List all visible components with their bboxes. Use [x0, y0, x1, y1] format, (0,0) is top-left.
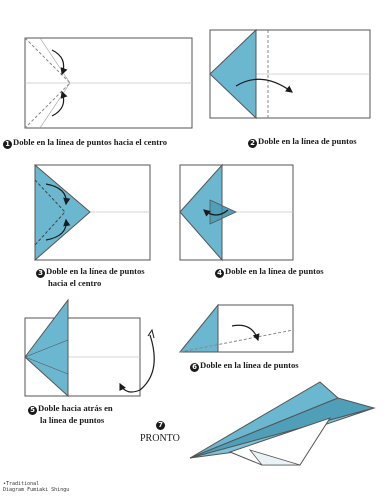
step-number-badge: 4 [215, 269, 224, 278]
step-5-text-line2: la línea de puntos [40, 415, 105, 425]
step-number-badge: 3 [36, 269, 45, 278]
step-3-text-line1: Doble en la línea de puntos [46, 266, 145, 276]
step-number-badge: 6 [190, 363, 199, 372]
step-2-figure [209, 28, 371, 120]
step-number-badge: 7 [156, 421, 165, 430]
step-6-figure [178, 303, 294, 353]
step-7-paper-plane [189, 381, 376, 466]
step-number-badge: 5 [28, 406, 37, 415]
step-3-figure [34, 163, 151, 262]
step-5-text-line1: Doble hacia atrás en [38, 403, 113, 413]
step-2-text: Doble en la línea de puntos [258, 136, 357, 146]
step-3-text-line2: hacia el centro [48, 278, 102, 288]
step-7-text: PRONTO [140, 433, 180, 444]
fold-arrow [45, 218, 71, 241]
fold-arrow [119, 334, 155, 393]
step-4-figure [179, 163, 294, 262]
fold-arrow [51, 90, 68, 117]
fold-arrow [203, 209, 229, 217]
fold-arrow [231, 324, 260, 342]
step-1-text: Doble en la línea de puntos hacia el cen… [13, 137, 168, 147]
footer-line-2: Diagram Fumiaki Shingu [3, 487, 70, 493]
step-4-text: Doble en la línea de puntos [225, 266, 324, 276]
fold-arrow [45, 183, 71, 206]
fold-arrow [235, 78, 293, 93]
step-6-text: Doble en la línea de puntos [200, 360, 299, 370]
step-number-badge: 2 [248, 139, 257, 148]
fold-arrow [51, 49, 68, 76]
step-1-figure [24, 37, 193, 129]
step-5-figure [24, 298, 155, 398]
step-7-badge-wrap: 7 [156, 418, 166, 430]
step-number-badge: 1 [3, 140, 12, 149]
credit-footer: •Traditional Diagram Fumiaki Shingu [3, 481, 69, 493]
footer-line-1: •Traditional [3, 481, 40, 487]
